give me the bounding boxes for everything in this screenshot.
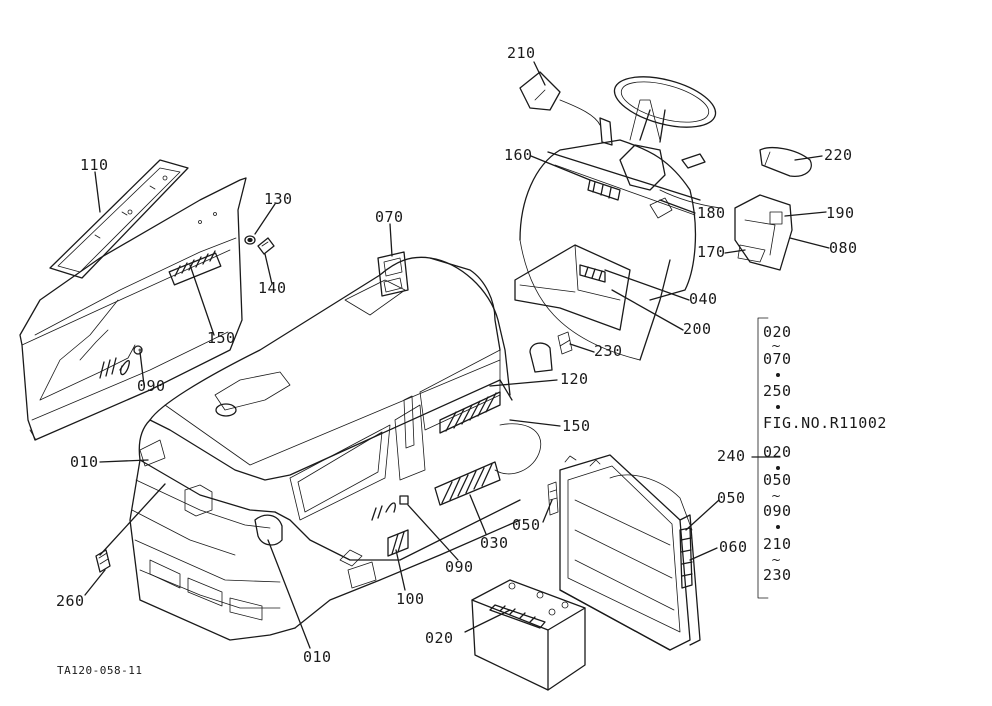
- label-part-050-right: 050: [717, 489, 746, 507]
- ref-020-b: 020: [763, 443, 792, 461]
- ref-fig-no: FIG.NO.R11002: [763, 414, 887, 432]
- radiator-assembly: [547, 454, 701, 651]
- ref-070: 070: [763, 350, 792, 368]
- part-130-140-fasteners: [244, 235, 275, 255]
- label-part-100: 100: [396, 590, 425, 608]
- ref-210: 210: [763, 535, 792, 553]
- ref-050: 050: [763, 471, 792, 489]
- label-part-140: 140: [258, 279, 287, 297]
- ref-230: 230: [763, 566, 792, 584]
- drawing-code: TA120-058-11: [57, 664, 143, 677]
- label-part-150-right: 150: [562, 417, 591, 435]
- label-part-050-left: 050: [512, 516, 541, 534]
- dashboard-assembly: [514, 71, 812, 361]
- ref-090: 090: [763, 502, 792, 520]
- label-part-090-right: 090: [445, 558, 474, 576]
- leader-lines: [84, 61, 830, 649]
- label-part-030: 030: [480, 534, 509, 552]
- label-part-190: 190: [826, 204, 855, 222]
- ref-250: 250: [763, 382, 792, 400]
- ref-dot-2: [776, 405, 780, 409]
- label-part-010-bottom: 010: [303, 648, 332, 666]
- ref-020: 020: [763, 323, 792, 341]
- reference-list-bracket: [757, 317, 769, 599]
- label-part-090-left: 090: [137, 377, 166, 395]
- label-part-080: 080: [829, 239, 858, 257]
- label-part-210: 210: [507, 44, 536, 62]
- ref-dot-1: [776, 373, 780, 377]
- label-part-230: 230: [594, 342, 623, 360]
- label-part-130: 130: [264, 190, 293, 208]
- ref-range-mark-3: ~: [771, 553, 782, 567]
- battery: [471, 579, 586, 691]
- part-260-cap: [95, 549, 111, 573]
- label-part-020: 020: [425, 629, 454, 647]
- label-part-110: 110: [80, 156, 109, 174]
- label-part-220: 220: [824, 146, 853, 164]
- ref-dot-3: [776, 466, 780, 470]
- label-part-010-top: 010: [70, 453, 99, 471]
- label-part-240: 240: [717, 447, 746, 465]
- ref-range-mark-1: ~: [771, 339, 782, 353]
- ref-range-mark-2: ~: [771, 489, 782, 503]
- ref-dot-4: [776, 525, 780, 529]
- label-part-200: 200: [683, 320, 712, 338]
- label-part-060: 060: [719, 538, 748, 556]
- label-part-120: 120: [560, 370, 589, 388]
- left-side-panel: [19, 177, 247, 441]
- label-part-070: 070: [375, 208, 404, 226]
- label-part-170: 170: [697, 243, 726, 261]
- label-part-180: 180: [697, 204, 726, 222]
- label-part-040: 040: [689, 290, 718, 308]
- label-part-260: 260: [56, 592, 85, 610]
- label-part-150-left: 150: [207, 329, 236, 347]
- hood-body: [129, 251, 573, 641]
- part-110-window-panel: [49, 159, 189, 279]
- label-part-160: 160: [504, 146, 533, 164]
